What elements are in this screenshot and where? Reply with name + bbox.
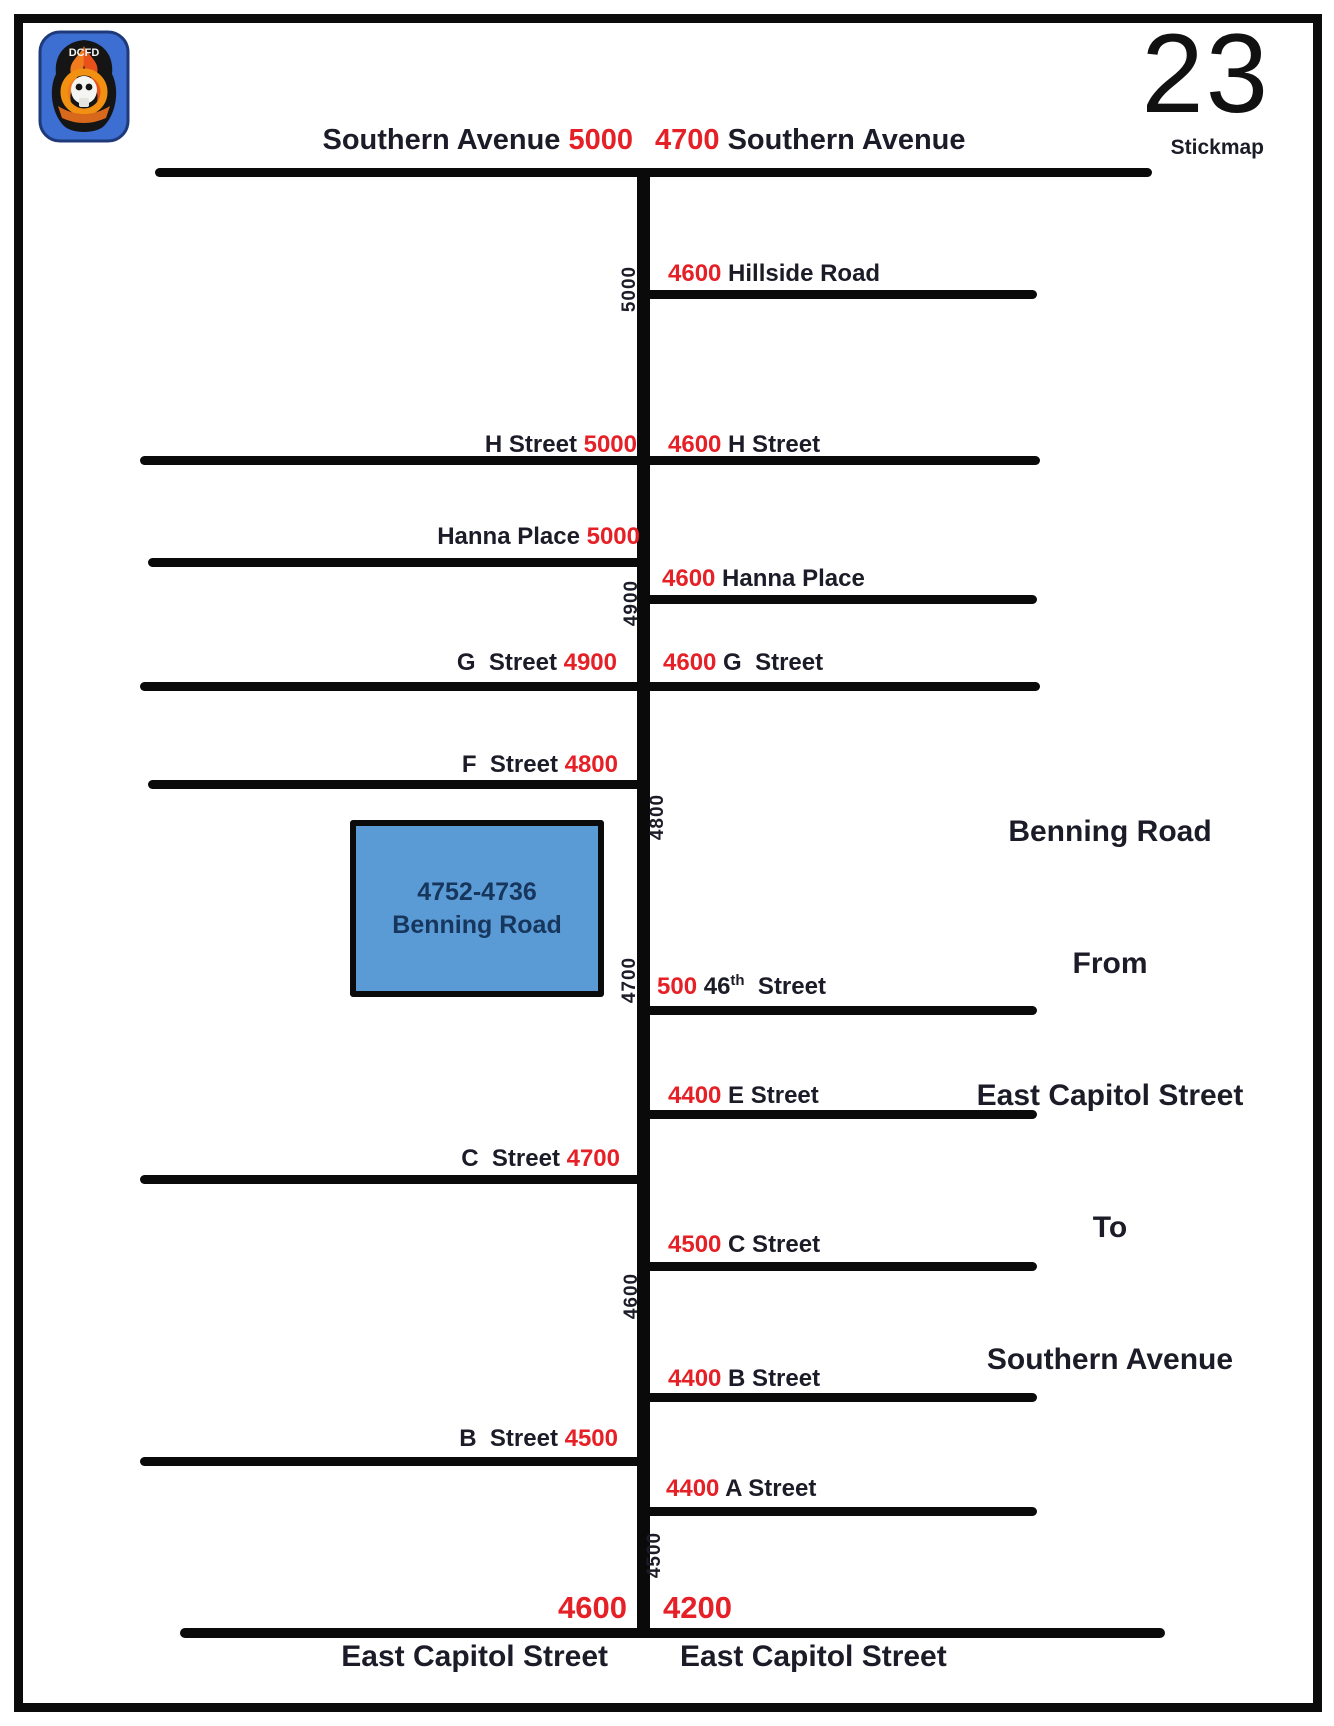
label-hanna-place-right: 4600 Hanna Place — [662, 565, 865, 592]
building-street: Benning Road — [392, 910, 562, 939]
h-right-name: H Street — [721, 431, 821, 458]
hanna-left-name: Hanna Place — [437, 523, 587, 550]
east-capitol-street-left-label: East Capitol Street — [341, 1640, 608, 1673]
a-name: A Street — [719, 1475, 817, 1502]
label-g-street-right: 4600 G Street — [663, 649, 824, 676]
h-right-block-number: 4600 — [668, 431, 722, 458]
label-a-street: 4400 A Street — [666, 1475, 817, 1502]
hanna-place-right-line — [643, 595, 1037, 604]
label-b-street-left: B Street 4500 — [459, 1425, 618, 1452]
hanna-place-left-line — [148, 558, 646, 567]
bottom-right-block-number: 4200 — [663, 1590, 732, 1625]
f-street-line — [148, 780, 650, 789]
e-street-line — [643, 1110, 1037, 1119]
label-h-street-right: 4600 H Street — [668, 431, 821, 458]
legend-line-5: Southern Avenue — [986, 1343, 1234, 1376]
46th-street-line — [643, 1006, 1037, 1015]
e-name: E Street — [721, 1082, 819, 1109]
dcfd-patch-logo: DCFD — [38, 30, 130, 143]
label-b-street-right: 4400 B Street — [668, 1365, 821, 1392]
f-left-name: F Street — [461, 751, 565, 778]
logo-flame-ring — [60, 68, 108, 116]
b-street-left-line — [140, 1457, 646, 1466]
h-left-block-number: 5000 — [583, 431, 637, 458]
46th-name-post: Street — [744, 973, 826, 1000]
g-right-block-number: 4600 — [663, 649, 717, 676]
legend-line-1: Benning Road — [1008, 815, 1212, 848]
c-street-right-line — [643, 1262, 1037, 1271]
logo-skull — [71, 76, 97, 104]
c-left-name: C Street — [461, 1145, 567, 1172]
label-hillside-road: 4600 Hillside Road — [668, 260, 881, 287]
c-right-name: C Street — [721, 1231, 821, 1258]
b-right-block-number: 4400 — [668, 1365, 722, 1392]
h-street-line — [140, 456, 1040, 465]
label-g-street-left: G Street 4900 — [456, 649, 617, 676]
label-e-street: 4400 E Street — [668, 1082, 819, 1109]
g-street-line — [140, 682, 1040, 691]
label-f-street-left: F Street 4800 — [461, 751, 618, 778]
bottom-left-block-number: 4600 — [558, 1590, 627, 1625]
f-left-block-number: 4800 — [564, 751, 618, 778]
g-left-name: G Street — [456, 649, 564, 676]
c-left-block-number: 4700 — [566, 1145, 620, 1172]
legend-line-2: From — [1072, 947, 1148, 980]
46th-name: 46 — [697, 973, 731, 1000]
road-block-4900: 4900 — [621, 579, 642, 627]
logo-skull-eye-left — [75, 83, 83, 91]
title-left-name: Southern Avenue — [322, 124, 569, 156]
label-46th-street: 500 46th Street — [657, 972, 826, 1000]
hillside-block-number: 4600 — [668, 260, 722, 287]
logo-skull-eye-right — [85, 83, 93, 91]
hillside-name: Hillside Road — [721, 260, 881, 287]
46th-superscript: th — [730, 972, 745, 989]
c-street-left-line — [140, 1175, 646, 1184]
hanna-right-block-number: 4600 — [662, 565, 716, 592]
46th-block-number: 500 — [657, 973, 698, 1000]
title-southern-avenue-left: Southern Avenue 5000 — [322, 124, 633, 157]
title-right-block: 4700 — [655, 124, 720, 156]
southern-avenue-line — [155, 168, 1152, 177]
label-c-street-left: C Street 4700 — [461, 1145, 620, 1172]
logo-text: DCFD — [69, 47, 100, 59]
title-left-block: 5000 — [568, 124, 633, 156]
building-4752-4736-benning-road: 4752-4736 Benning Road — [350, 820, 604, 997]
page-border — [14, 14, 1322, 1712]
logo-hose — [58, 106, 110, 123]
page-label: Stickmap — [1170, 136, 1264, 159]
page-number: 23 — [1141, 11, 1270, 136]
map-legend: Benning Road From East Capitol Street To… — [945, 722, 1275, 1470]
label-hanna-place-left: Hanna Place 5000 — [437, 523, 640, 550]
b-right-name: B Street — [721, 1365, 821, 1392]
b-left-block-number: 4500 — [564, 1425, 618, 1452]
east-capitol-street-right-label: East Capitol Street — [680, 1640, 947, 1673]
road-block-4500: 4500 — [644, 1531, 665, 1579]
b-street-right-line — [643, 1393, 1037, 1402]
road-block-4800: 4800 — [647, 793, 668, 841]
g-left-block-number: 4900 — [563, 649, 617, 676]
road-block-5000: 5000 — [619, 265, 640, 313]
hanna-left-block-number: 5000 — [586, 523, 640, 550]
b-left-name: B Street — [459, 1425, 565, 1452]
a-street-line — [643, 1507, 1037, 1516]
a-block-number: 4400 — [666, 1475, 720, 1502]
c-right-block-number: 4500 — [668, 1231, 722, 1258]
label-h-street-left: H Street 5000 — [484, 431, 637, 458]
label-c-street-right: 4500 C Street — [668, 1231, 821, 1258]
road-block-4600: 4600 — [621, 1272, 642, 1320]
east-capitol-street-line — [180, 1628, 1165, 1638]
hillside-road-line — [643, 290, 1037, 299]
road-block-4700: 4700 — [619, 956, 640, 1004]
benning-road-line — [637, 172, 650, 1632]
logo-skull-jaw — [79, 98, 89, 107]
title-right-name: Southern Avenue — [719, 124, 966, 156]
g-right-name: G Street — [716, 649, 824, 676]
h-left-name: H Street — [484, 431, 584, 458]
legend-line-3: East Capitol Street — [976, 1079, 1244, 1112]
e-block-number: 4400 — [668, 1082, 722, 1109]
building-address: 4752-4736 — [417, 877, 537, 906]
hanna-right-name: Hanna Place — [715, 565, 865, 592]
legend-line-4: To — [1092, 1211, 1128, 1244]
title-southern-avenue-right: 4700 Southern Avenue — [655, 124, 966, 157]
